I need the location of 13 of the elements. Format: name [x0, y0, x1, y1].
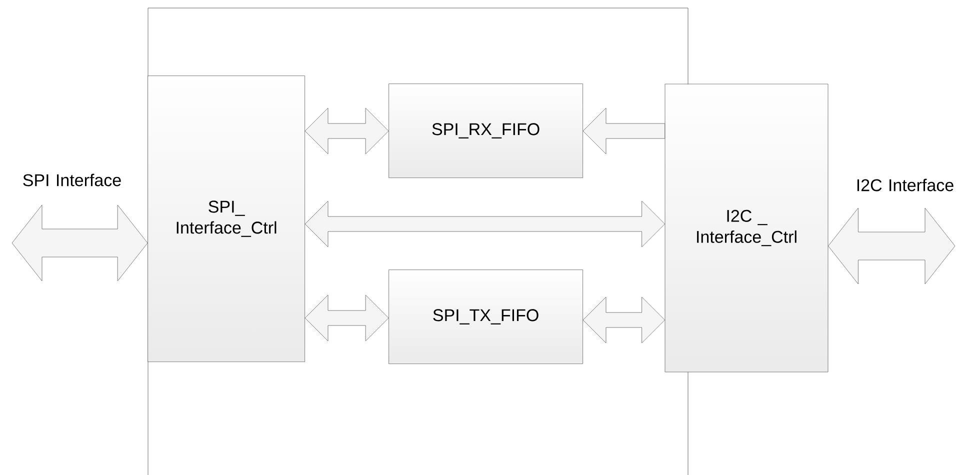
block-arrow	[582, 108, 665, 154]
block-box: SPI_RX_FIFO	[388, 84, 583, 178]
block-arrow	[304, 294, 389, 342]
block-arrow	[304, 108, 389, 154]
block-box: I2C _ Interface_Ctrl	[664, 84, 828, 372]
block-arrow	[828, 208, 956, 284]
edge-label: I2C Interface	[857, 178, 954, 192]
block-arrow	[582, 296, 665, 344]
block-arrow	[12, 204, 148, 282]
block-box: SPI_ Interface_Ctrl	[148, 76, 305, 362]
block-arrow	[304, 200, 665, 248]
block-box: SPI_TX_FIFO	[388, 270, 583, 364]
edge-label: SPI Interface	[23, 174, 121, 186]
